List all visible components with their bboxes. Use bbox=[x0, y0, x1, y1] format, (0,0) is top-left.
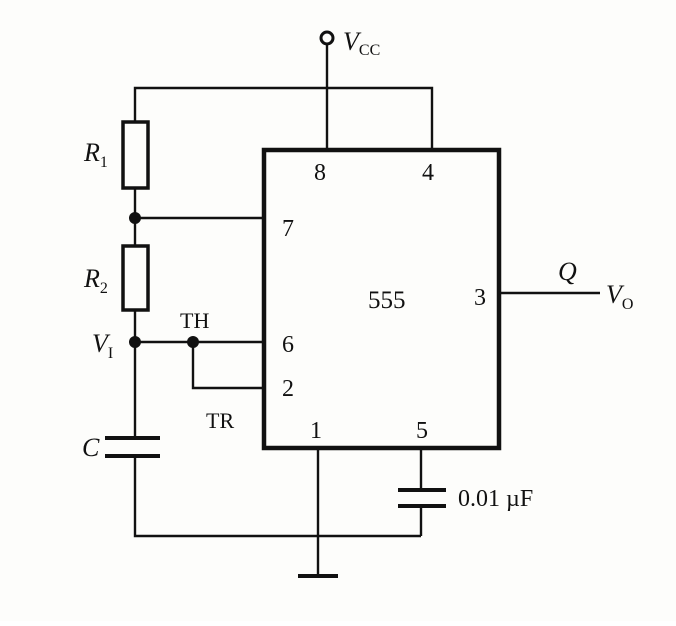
th-label: TH bbox=[180, 308, 209, 333]
chip-555-body bbox=[261, 147, 502, 451]
pin-8-number: 8 bbox=[314, 160, 326, 186]
pin-5-number: 5 bbox=[416, 418, 428, 444]
top-rail-wire bbox=[133, 86, 434, 150]
vi-label: VI bbox=[92, 329, 113, 362]
resistor-r1 bbox=[121, 120, 150, 190]
pin-7-number: 7 bbox=[282, 216, 294, 242]
bottom-rail-wire bbox=[133, 456, 421, 538]
pin-4-number: 4 bbox=[422, 160, 434, 186]
vcc-label: VCC bbox=[343, 27, 380, 59]
r2-label: R2 bbox=[83, 264, 108, 297]
capacitor-c-label: C bbox=[82, 433, 100, 462]
output-vo-label: VO bbox=[606, 280, 633, 313]
pin-6-number: 6 bbox=[282, 332, 294, 358]
pin-3-number: 3 bbox=[474, 285, 486, 311]
resistor-r2 bbox=[121, 244, 150, 312]
control-cap-label: 0.01 µF bbox=[458, 486, 533, 512]
pin-1-number: 1 bbox=[310, 418, 322, 444]
chip-label: 555 bbox=[368, 287, 406, 314]
tr-wire bbox=[191, 342, 264, 390]
tr-label: TR bbox=[206, 408, 234, 433]
output-q-label: Q bbox=[558, 257, 577, 286]
vcc-terminal bbox=[319, 30, 335, 46]
pin-2-number: 2 bbox=[282, 376, 294, 402]
r1-label: R1 bbox=[83, 138, 108, 171]
